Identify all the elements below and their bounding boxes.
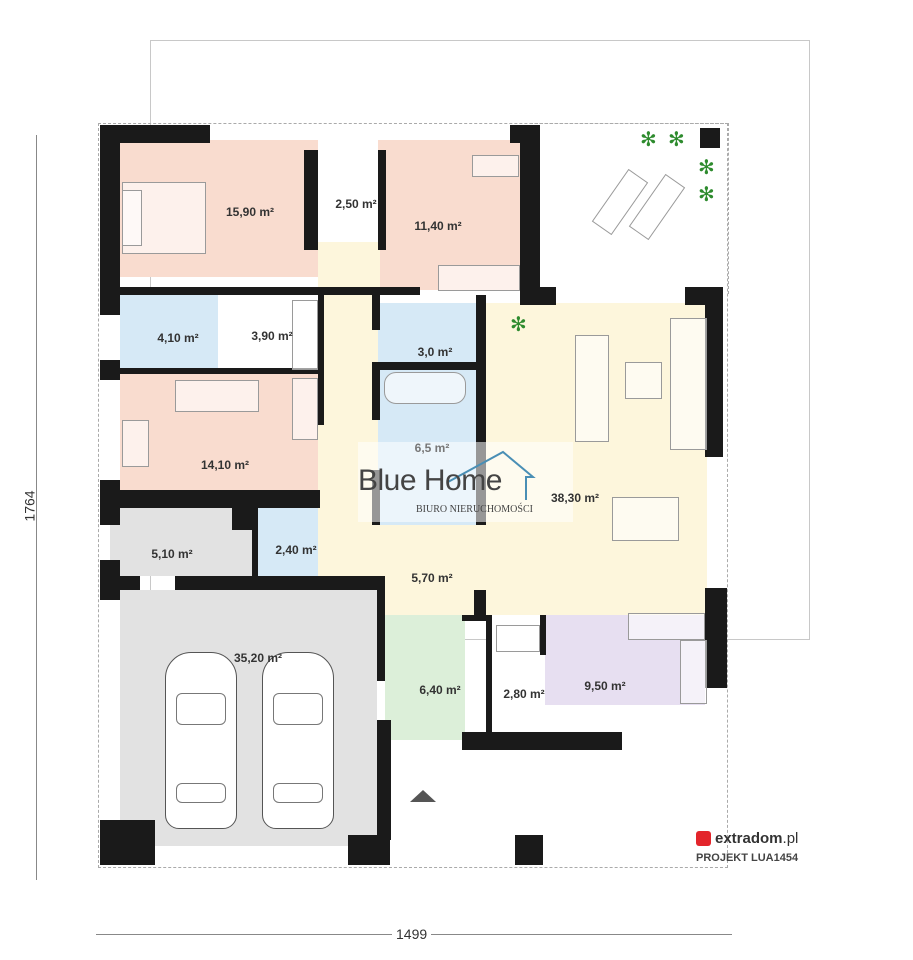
wall bbox=[476, 295, 486, 525]
area-label: 11,40 m² bbox=[414, 219, 462, 233]
plant-icon: ✻ bbox=[510, 314, 527, 336]
wall bbox=[175, 576, 385, 590]
kitchen-island bbox=[628, 613, 705, 640]
area-label: 3,0 m² bbox=[417, 345, 453, 359]
closet-shelves bbox=[496, 625, 540, 652]
height-dimension: 1764 bbox=[21, 490, 38, 522]
wall bbox=[372, 362, 482, 370]
wall bbox=[486, 615, 492, 735]
wall bbox=[705, 588, 727, 688]
wall bbox=[372, 290, 380, 330]
wall bbox=[304, 150, 318, 250]
wall bbox=[474, 590, 486, 618]
wall bbox=[100, 480, 120, 525]
wall bbox=[378, 150, 386, 250]
room-bathroom-1 bbox=[120, 295, 218, 372]
room-closet-1 bbox=[318, 150, 378, 242]
area-label: 5,70 m² bbox=[411, 571, 453, 585]
wall bbox=[462, 615, 492, 621]
plant-icon: ✻ bbox=[698, 157, 715, 179]
wall bbox=[100, 360, 120, 380]
wall bbox=[705, 287, 723, 457]
plant-icon: ✻ bbox=[640, 129, 657, 151]
wall bbox=[348, 835, 390, 865]
entrance-arrow-icon bbox=[410, 790, 436, 802]
bathtub bbox=[384, 372, 466, 404]
area-label: 15,90 m² bbox=[225, 205, 275, 219]
car bbox=[262, 652, 334, 829]
wall bbox=[515, 835, 543, 865]
watermark: Blue Home BIURO NIERUCHOMOŚCI bbox=[358, 442, 573, 522]
desk bbox=[122, 420, 149, 467]
wall bbox=[100, 820, 155, 865]
width-dimension: 1499 bbox=[392, 926, 432, 942]
sofa bbox=[670, 318, 707, 450]
area-label: 9,50 m² bbox=[584, 679, 626, 693]
house-outline bbox=[98, 123, 728, 868]
sofa bbox=[575, 335, 609, 442]
area-label: 2,40 m² bbox=[275, 543, 317, 557]
closet-shelves bbox=[292, 378, 318, 440]
car bbox=[165, 652, 237, 829]
wall bbox=[100, 275, 120, 315]
extradom-logo-icon bbox=[696, 831, 711, 846]
wall bbox=[462, 732, 622, 750]
kitchen-counter bbox=[680, 640, 707, 704]
wall bbox=[252, 508, 258, 578]
wall bbox=[520, 125, 540, 305]
wall bbox=[372, 370, 380, 420]
wall bbox=[377, 720, 391, 840]
project-code: PROJEKT LUA1454 bbox=[696, 852, 799, 864]
area-label: 6,5 m² bbox=[414, 441, 450, 455]
height-dimension-line bbox=[36, 135, 37, 880]
wall bbox=[100, 560, 120, 600]
wall bbox=[100, 125, 210, 143]
area-label: 5,10 m² bbox=[151, 547, 193, 561]
wall bbox=[520, 287, 556, 305]
area-label: 2,50 m² bbox=[335, 197, 377, 211]
area-label: 6,40 m² bbox=[419, 683, 461, 697]
wall bbox=[318, 295, 324, 425]
area-label: 14,10 m² bbox=[200, 458, 250, 472]
room-entry bbox=[110, 508, 256, 576]
wall bbox=[120, 287, 420, 295]
watermark-title: Blue Home bbox=[358, 464, 502, 497]
wall bbox=[100, 125, 120, 275]
wall bbox=[377, 576, 385, 681]
wall bbox=[540, 615, 546, 655]
area-label: 35,20 m² bbox=[233, 651, 283, 665]
closet-shelves bbox=[292, 300, 318, 370]
room-vestibule bbox=[385, 615, 465, 740]
plant-icon: ✻ bbox=[698, 184, 715, 206]
bed bbox=[438, 265, 520, 291]
extradom-logo: extradom.pl bbox=[696, 830, 798, 847]
area-label: 2,80 m² bbox=[503, 687, 545, 701]
watermark-subtitle: BIURO NIERUCHOMOŚCI bbox=[416, 504, 533, 515]
plant-icon: ✻ bbox=[668, 129, 685, 151]
house-logo-icon bbox=[447, 450, 536, 500]
bed bbox=[175, 380, 259, 412]
wall bbox=[232, 508, 258, 530]
dining-table bbox=[612, 497, 679, 541]
room-wc-2 bbox=[258, 508, 318, 578]
logo-suffix: .pl bbox=[782, 830, 799, 847]
wall bbox=[120, 368, 320, 374]
room-wc-1 bbox=[378, 303, 476, 365]
wall bbox=[120, 576, 140, 590]
logo-text: extradom bbox=[715, 830, 783, 847]
desk bbox=[472, 155, 519, 177]
pillar bbox=[700, 128, 720, 148]
area-label: 4,10 m² bbox=[157, 331, 199, 345]
area-label: 3,90 m² bbox=[251, 329, 293, 343]
area-label: 38,30 m² bbox=[550, 491, 600, 505]
room-garage bbox=[120, 590, 377, 846]
wall bbox=[120, 490, 320, 508]
coffee-table bbox=[625, 362, 662, 399]
bed-pillows bbox=[122, 190, 142, 246]
